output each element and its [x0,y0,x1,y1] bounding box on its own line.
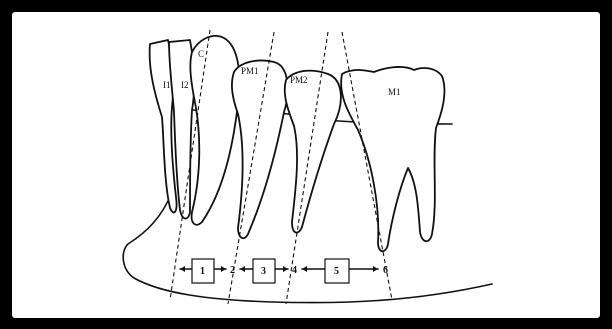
point-label-2: 2 [230,265,235,276]
label-incisor-1: I1 [163,80,171,90]
label-incisor-2: I2 [181,80,189,90]
arrow-right-2 [283,266,288,272]
arrow-left-2 [240,266,245,272]
premolar-2-tooth [285,71,341,233]
jaw-diagram: I1 I2 C PM1 PM2 M1 1 3 5 2 [12,12,600,318]
arrow-right-1 [221,266,226,272]
segment-label-5: 5 [334,266,339,277]
arrow-right-3 [373,266,378,272]
arrow-left-1 [180,266,185,272]
label-canine: C [198,49,204,59]
segment-label-1: 1 [200,266,205,277]
canine-tooth [190,36,239,225]
label-premolar-1: PM1 [241,66,259,76]
label-molar-1: M1 [388,87,401,97]
point-label-4: 4 [292,265,297,276]
arrow-left-3 [302,266,307,272]
label-premolar-2: PM2 [290,75,308,85]
point-label-6: 6 [383,265,388,276]
segment-label-3: 3 [261,266,266,277]
premolar-1-tooth [232,60,288,238]
diagram-canvas: I1 I2 C PM1 PM2 M1 1 3 5 2 [12,12,600,318]
